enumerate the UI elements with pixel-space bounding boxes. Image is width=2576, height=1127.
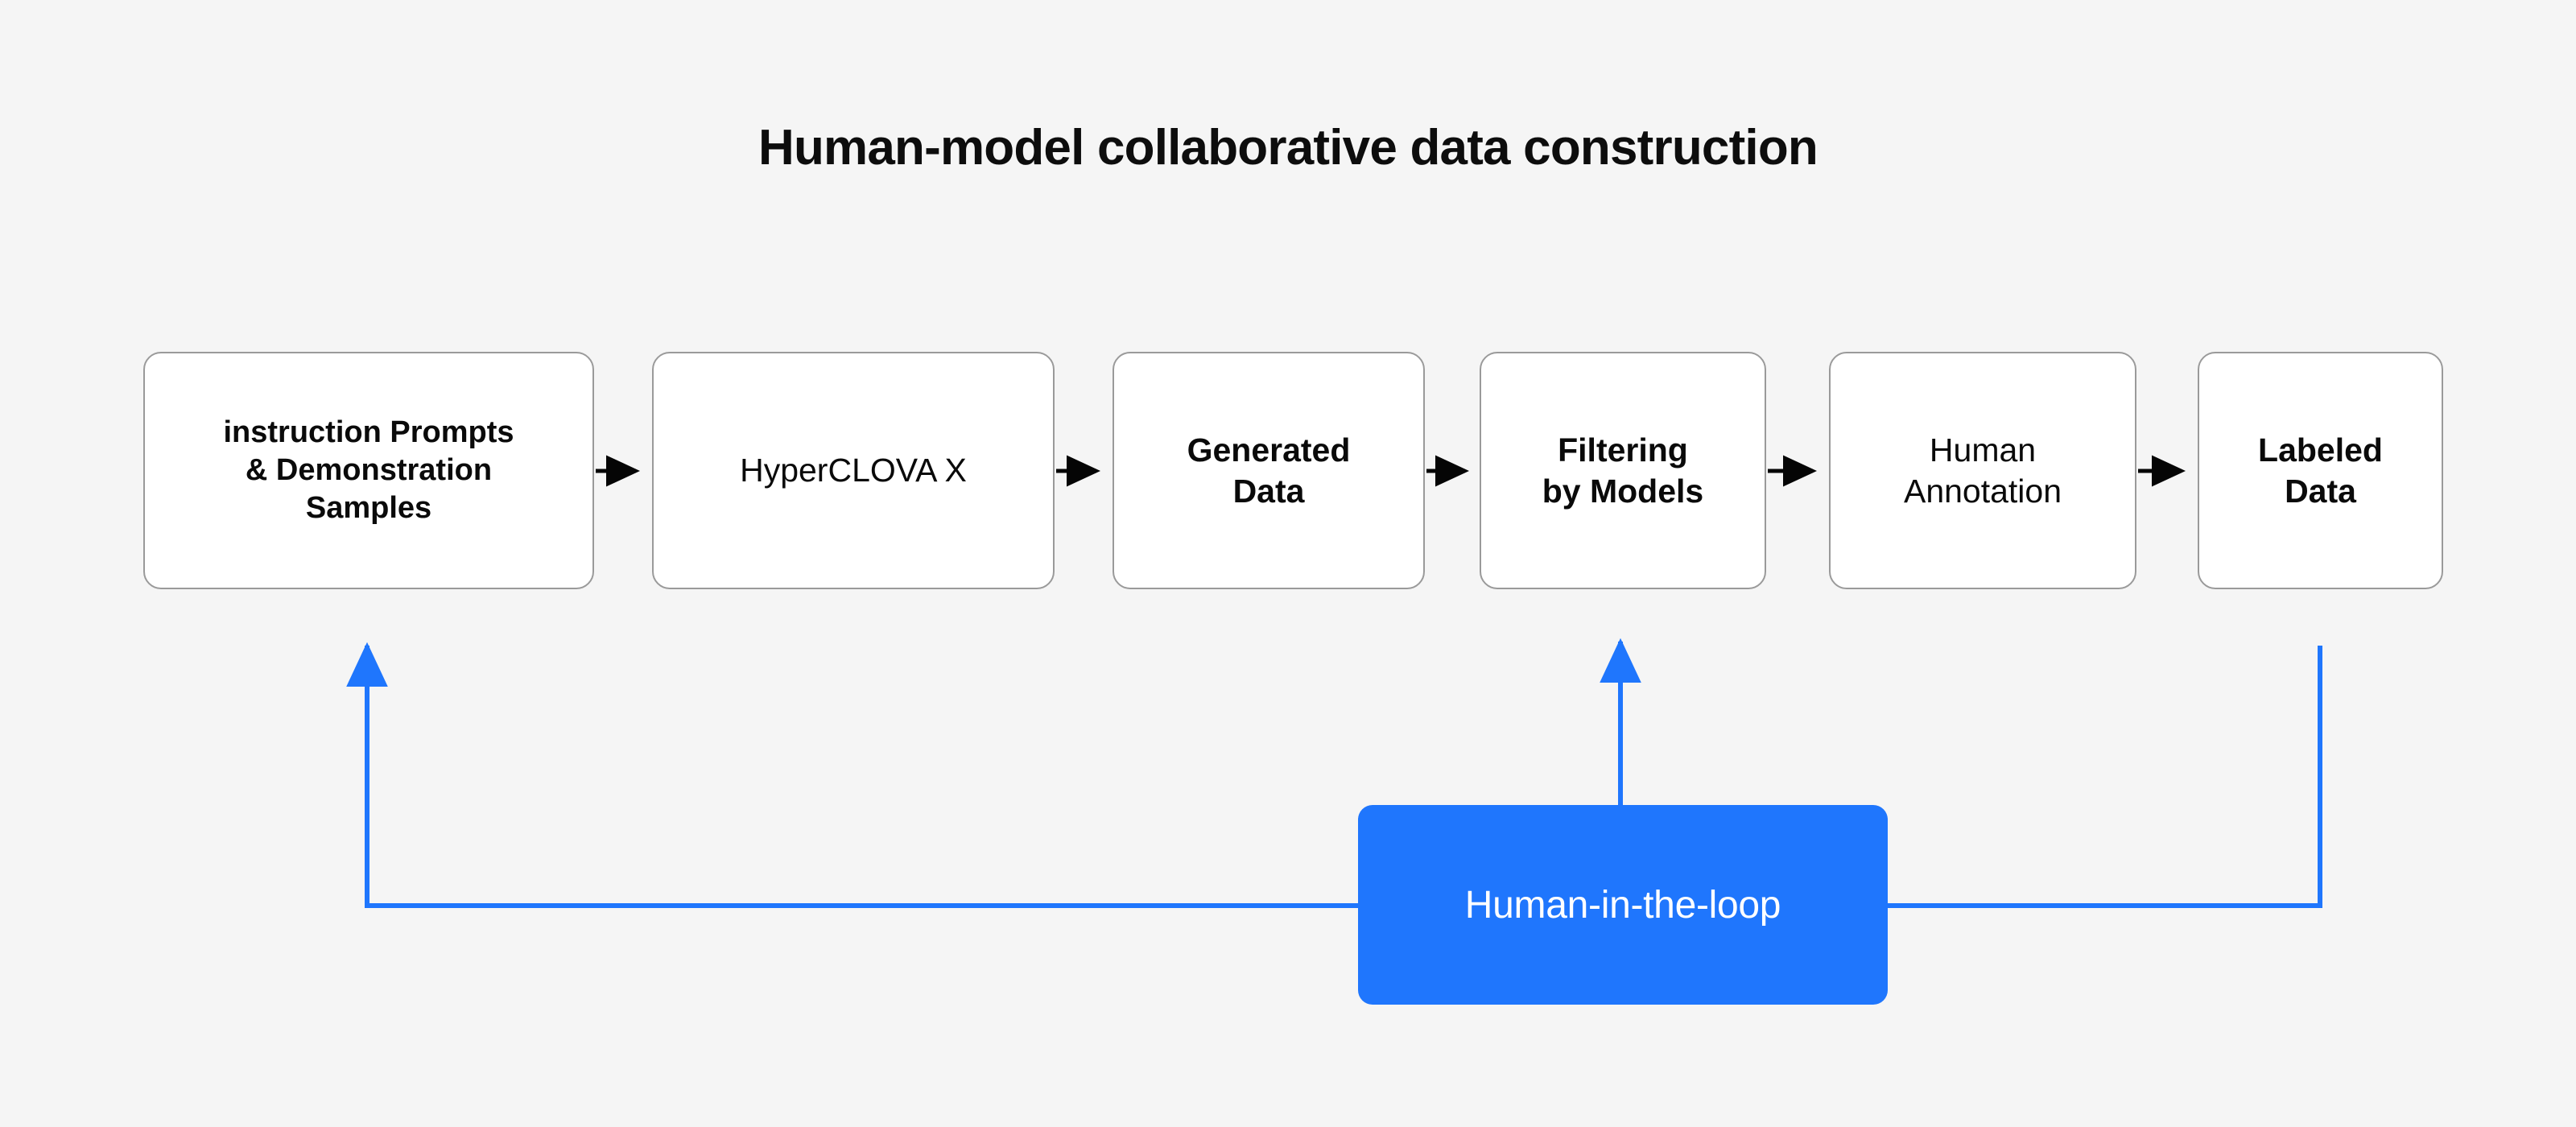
process-box-generated-data[interactable]: Generated Data: [1113, 352, 1425, 589]
feedback-edge-loop-to-instruction-prompts: [346, 642, 1360, 908]
feedback-edge-labeled-data-to-loop: [1885, 646, 2322, 908]
process-box-label: Labeled Data: [2258, 431, 2383, 510]
process-box-filtering-by-models[interactable]: Filtering by Models: [1480, 352, 1766, 589]
process-box-label: HyperCLOVA X: [740, 452, 967, 489]
highlight-box-human-in-the-loop[interactable]: Human-in-the-loop: [1358, 805, 1888, 1005]
process-box-label: Generated Data: [1187, 431, 1351, 510]
process-box-labeled-data[interactable]: Labeled Data: [2198, 352, 2443, 589]
highlight-box-label: Human-in-the-loop: [1464, 883, 1781, 927]
process-box-label: instruction Prompts & Demonstration Samp…: [223, 415, 514, 526]
process-box-label: Human Annotation: [1903, 431, 2062, 510]
process-box-instruction-prompts[interactable]: instruction Prompts & Demonstration Samp…: [143, 352, 594, 589]
process-box-hyperclova-x[interactable]: HyperCLOVA X: [652, 352, 1055, 589]
process-box-label: Filtering by Models: [1542, 431, 1704, 510]
process-box-human-annotation[interactable]: Human Annotation: [1829, 352, 2136, 589]
page-title: Human-model collaborative data construct…: [758, 120, 1818, 175]
